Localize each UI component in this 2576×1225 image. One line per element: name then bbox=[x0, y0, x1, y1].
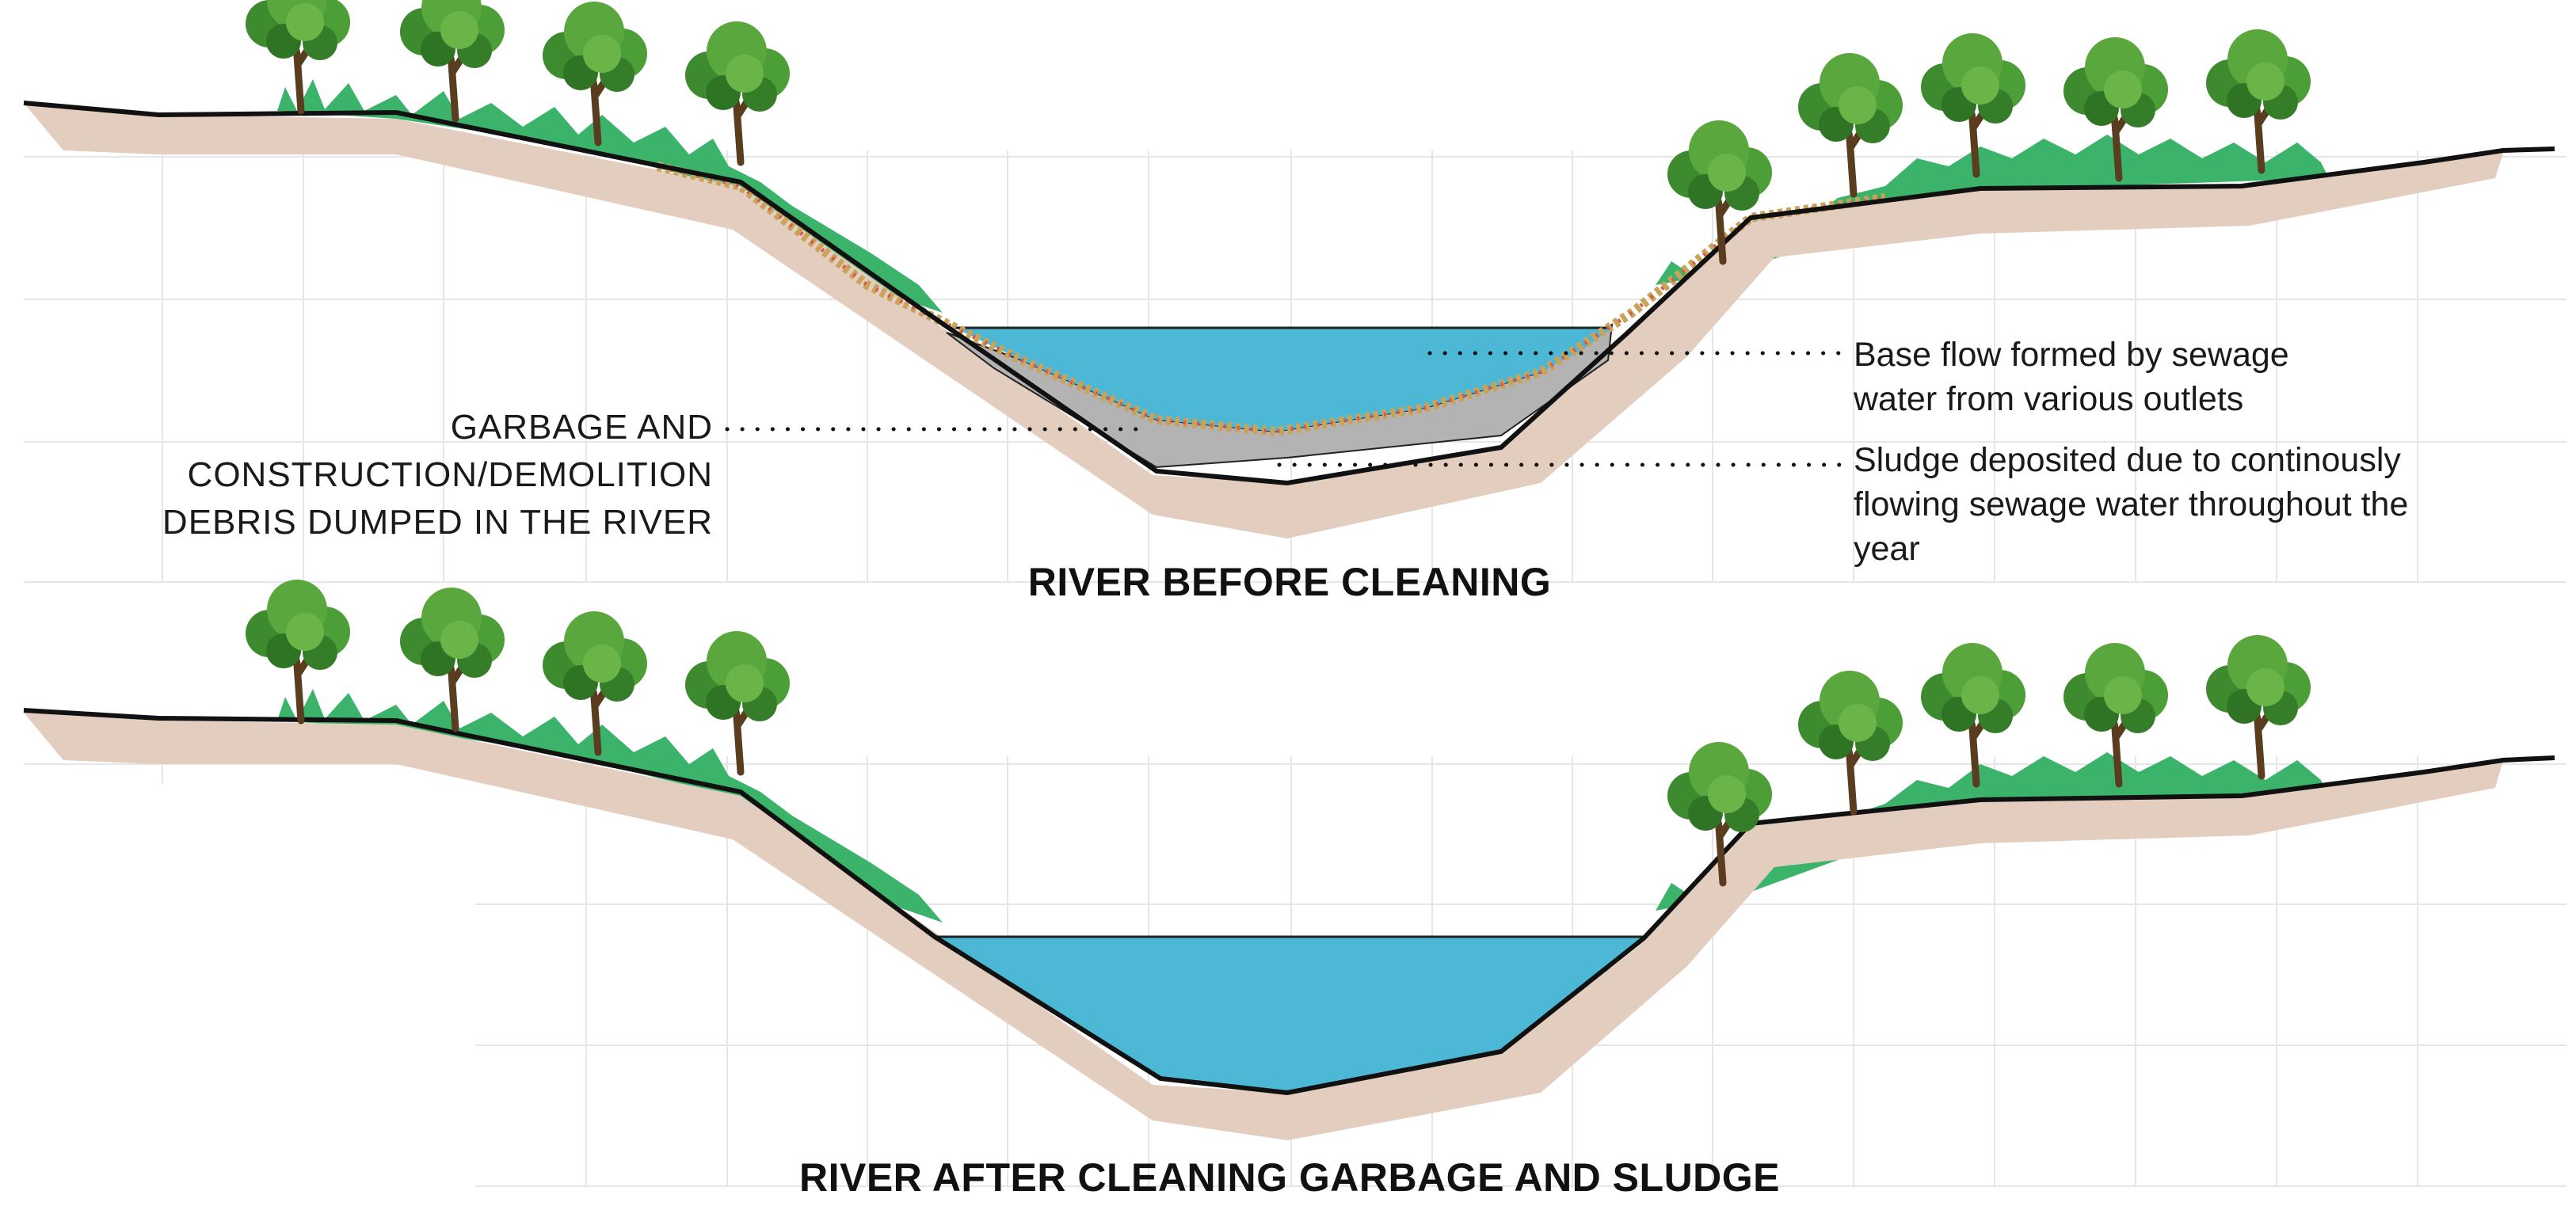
label-line: DEBRIS DUMPED IN THE RIVER bbox=[162, 503, 713, 542]
label-line: Sludge deposited due to continously bbox=[1854, 441, 2401, 479]
tree-icon bbox=[1798, 53, 1903, 194]
title-after-cleaning: RIVER AFTER CLEANING GARBAGE AND SLUDGE bbox=[798, 1155, 1781, 1200]
tree-icon bbox=[1921, 33, 2025, 174]
leader-lines bbox=[725, 351, 1852, 467]
soil-after bbox=[24, 713, 2503, 1140]
tree-icon bbox=[2206, 635, 2311, 776]
tree-icon bbox=[1798, 671, 1903, 812]
label-line: water from various outlets bbox=[1854, 380, 2244, 418]
label-line: GARBAGE AND bbox=[450, 408, 713, 447]
panel-after bbox=[23, 580, 2566, 1187]
panel-before bbox=[23, 0, 2566, 583]
tree-icon bbox=[246, 580, 350, 721]
label-line: Base flow formed by sewage bbox=[1854, 336, 2289, 374]
water-before bbox=[955, 328, 1612, 432]
title-before-cleaning: RIVER BEFORE CLEANING bbox=[1027, 560, 1552, 604]
tree-icon bbox=[246, 0, 350, 111]
label-garbage-debris: GARBAGE AND CONSTRUCTION/DEMOLITION DEBR… bbox=[79, 404, 713, 546]
label-line: flowing sewage water throughout the bbox=[1854, 485, 2409, 523]
label-base-flow: Base flow formed by sewage water from va… bbox=[1854, 333, 2566, 421]
tree-icon bbox=[1921, 643, 2025, 784]
ground-outline-after bbox=[23, 708, 2555, 1096]
label-line: CONSTRUCTION/DEMOLITION bbox=[187, 455, 713, 494]
ground-outline-before bbox=[23, 101, 2555, 486]
soil-before bbox=[24, 103, 2503, 538]
tree-icon bbox=[400, 588, 505, 729]
label-line: year bbox=[1854, 530, 1920, 568]
tree-icon bbox=[685, 21, 790, 162]
tree-icon bbox=[685, 631, 790, 772]
water-after bbox=[935, 937, 1644, 1093]
tree-icon bbox=[400, 0, 505, 119]
tree-icon bbox=[2063, 643, 2168, 784]
debris-layer bbox=[656, 162, 1886, 437]
label-sludge: Sludge deposited due to continously flow… bbox=[1854, 438, 2566, 571]
